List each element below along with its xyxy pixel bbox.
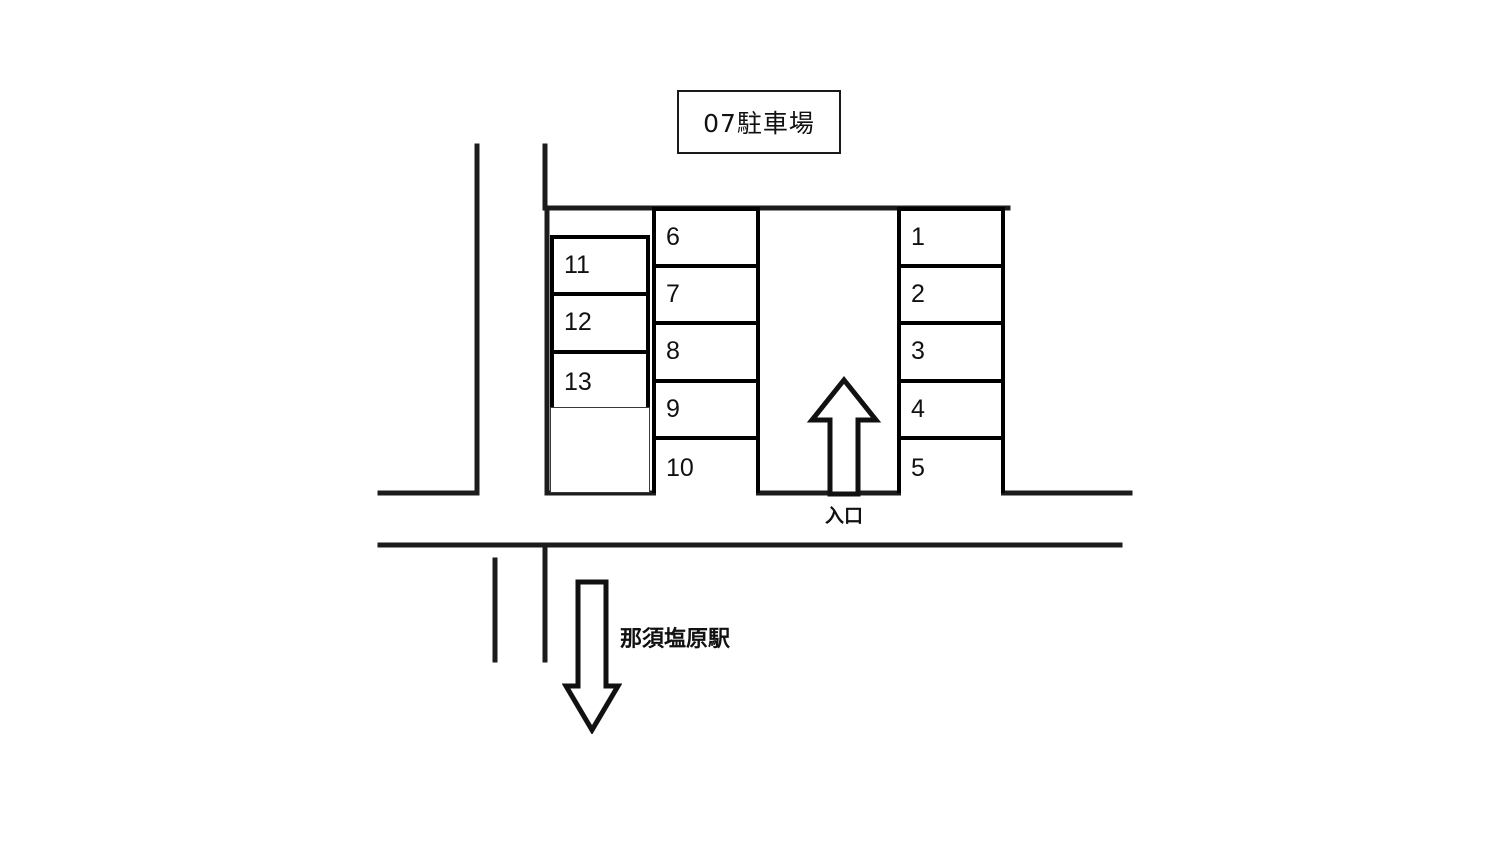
station-label: 那須塩原駅 bbox=[620, 627, 731, 652]
parking-stall[interactable]: 13 bbox=[554, 353, 646, 411]
stall-number: 1 bbox=[911, 223, 925, 252]
unlabeled-plot bbox=[550, 407, 650, 493]
parking-stall[interactable]: 10 bbox=[656, 439, 756, 497]
parking-stall[interactable]: 6 bbox=[656, 211, 756, 269]
stall-number: 8 bbox=[666, 337, 680, 366]
stall-number: 4 bbox=[911, 394, 925, 423]
entrance-marker: 入口 bbox=[800, 375, 888, 527]
parking-stall[interactable]: 11 bbox=[554, 239, 646, 297]
parking-stall[interactable]: 5 bbox=[901, 439, 1001, 497]
station-direction-marker: 那須塩原駅 bbox=[561, 578, 730, 739]
parking-stall[interactable]: 7 bbox=[656, 268, 756, 326]
stall-number: 3 bbox=[911, 337, 925, 366]
parking-block-middle: 6 7 8 9 10 bbox=[652, 207, 760, 497]
parking-stall[interactable]: 4 bbox=[901, 382, 1001, 440]
parking-stall[interactable]: 9 bbox=[656, 382, 756, 440]
parking-stall[interactable]: 12 bbox=[554, 296, 646, 354]
road-north bbox=[542, 143, 1011, 211]
parking-stall[interactable]: 2 bbox=[901, 268, 1001, 326]
lot-title-plate: 07駐車場 bbox=[677, 90, 841, 154]
stall-number: 5 bbox=[911, 453, 925, 482]
parking-block-right: 1 2 3 4 5 bbox=[897, 207, 1005, 497]
parking-block-left: 11 12 13 bbox=[550, 235, 650, 411]
page-title: 07駐車場 bbox=[703, 109, 815, 138]
arrow-up-icon bbox=[806, 375, 882, 497]
parking-stall[interactable]: 1 bbox=[901, 211, 1001, 269]
stall-number: 12 bbox=[564, 308, 592, 337]
stall-number: 10 bbox=[666, 453, 694, 482]
entrance-label: 入口 bbox=[824, 505, 863, 527]
stall-number: 13 bbox=[564, 367, 592, 396]
stall-number: 7 bbox=[666, 280, 680, 309]
stall-number: 2 bbox=[911, 280, 925, 309]
stall-number: 9 bbox=[666, 394, 680, 423]
parking-stall[interactable]: 3 bbox=[901, 325, 1001, 383]
stall-number: 11 bbox=[564, 251, 590, 280]
parking-stall[interactable]: 8 bbox=[656, 325, 756, 383]
stall-number: 6 bbox=[666, 223, 680, 252]
arrow-down-icon bbox=[561, 579, 623, 735]
